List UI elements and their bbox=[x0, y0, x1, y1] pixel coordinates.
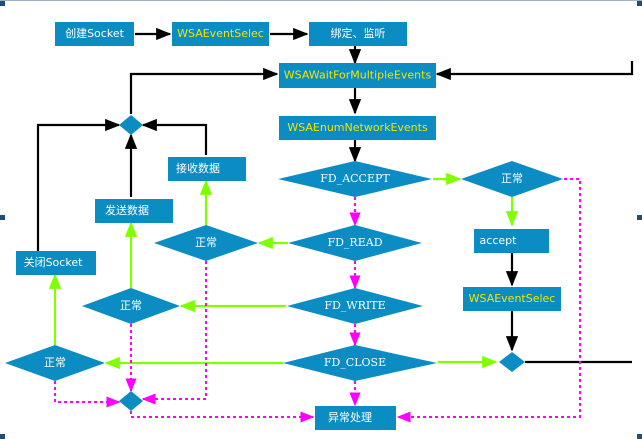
handle-bottom-left[interactable] bbox=[0, 434, 5, 439]
normal-read-label: 正常 bbox=[195, 236, 217, 249]
fd-read-diamond: FD_READ bbox=[288, 225, 422, 261]
arrow-merge-to-exception bbox=[130, 411, 315, 423]
bind-listen-label: 绑定、监听 bbox=[331, 26, 386, 40]
normal-read-diamond: 正常 bbox=[154, 225, 258, 261]
fd-accept-label: FD_ACCEPT bbox=[320, 172, 390, 185]
send-data-label: 发送数据 bbox=[105, 203, 149, 217]
black-connectors bbox=[36, 27, 634, 364]
magenta-connectors bbox=[54, 178, 581, 423]
handle-left-mid[interactable] bbox=[0, 215, 5, 220]
normal-write-label: 正常 bbox=[120, 299, 142, 312]
wsa-event-select-top-label: WSAEventSelec bbox=[177, 27, 264, 40]
wsa-event-select-top-box: WSAEventSelec bbox=[172, 22, 269, 46]
send-data-box: 发送数据 bbox=[95, 199, 173, 223]
recv-data-box: 接收数据 bbox=[168, 157, 246, 181]
green-connectors bbox=[48, 172, 519, 370]
fd-write-diamond: FD_WRITE bbox=[287, 288, 423, 324]
arrow-normal-accept-to-exception bbox=[396, 178, 581, 423]
accept-box: accept bbox=[474, 229, 549, 253]
arrow-recv-to-merge bbox=[141, 118, 208, 155]
fd-close-diamond: FD_CLOSE bbox=[283, 345, 437, 381]
fd-read-label: FD_READ bbox=[327, 236, 382, 249]
arrow-read-normal-to-merge bbox=[141, 261, 207, 405]
close-socket-box: 关闭Socket bbox=[16, 251, 96, 275]
normal-accept-diamond: 正常 bbox=[461, 161, 563, 197]
exception-box: 异常处理 bbox=[315, 406, 396, 430]
normal-close-diamond: 正常 bbox=[5, 345, 105, 381]
exception-label: 异常处理 bbox=[328, 411, 372, 424]
enum-network-box: WSAEnumNetworkEvents bbox=[279, 116, 436, 140]
normal-close-label: 正常 bbox=[44, 356, 66, 369]
handle-top-right[interactable] bbox=[637, 1, 642, 6]
normal-write-diamond: 正常 bbox=[82, 288, 180, 324]
wsa-event-select-bottom-box: WSAEventSelec bbox=[463, 287, 561, 311]
recv-data-label: 接收数据 bbox=[176, 161, 220, 175]
fd-write-label: FD_WRITE bbox=[324, 299, 385, 312]
arrow-merge-to-wait bbox=[129, 67, 279, 114]
merge-junction-bottom bbox=[119, 391, 143, 411]
arrow-close-to-merge bbox=[36, 118, 121, 251]
bind-listen-box: 绑定、监听 bbox=[309, 22, 407, 46]
join-junction-right bbox=[499, 352, 525, 372]
handle-bottom-right[interactable] bbox=[637, 434, 642, 439]
close-socket-label: 关闭Socket bbox=[24, 255, 84, 269]
handle-top-left[interactable] bbox=[0, 1, 5, 6]
accept-label: accept bbox=[480, 234, 518, 247]
handle-right-mid[interactable] bbox=[637, 215, 642, 220]
line-right-loop bbox=[435, 61, 634, 81]
create-socket-label: 创建Socket bbox=[65, 26, 125, 40]
enum-network-label: WSAEnumNetworkEvents bbox=[287, 121, 428, 134]
arrow-close-normal-to-merge bbox=[54, 381, 121, 408]
fd-accept-diamond: FD_ACCEPT bbox=[278, 161, 432, 197]
merge-junction-top bbox=[119, 115, 143, 135]
wait-multiple-box: WSAWaitForMultipleEvents bbox=[279, 63, 436, 88]
wait-multiple-label: WSAWaitForMultipleEvents bbox=[284, 69, 432, 82]
wsa-event-select-bottom-label: WSAEventSelec bbox=[469, 292, 556, 305]
create-socket-box: 创建Socket bbox=[55, 22, 134, 46]
fd-close-label: FD_CLOSE bbox=[324, 356, 386, 369]
normal-accept-label: 正常 bbox=[501, 172, 523, 185]
